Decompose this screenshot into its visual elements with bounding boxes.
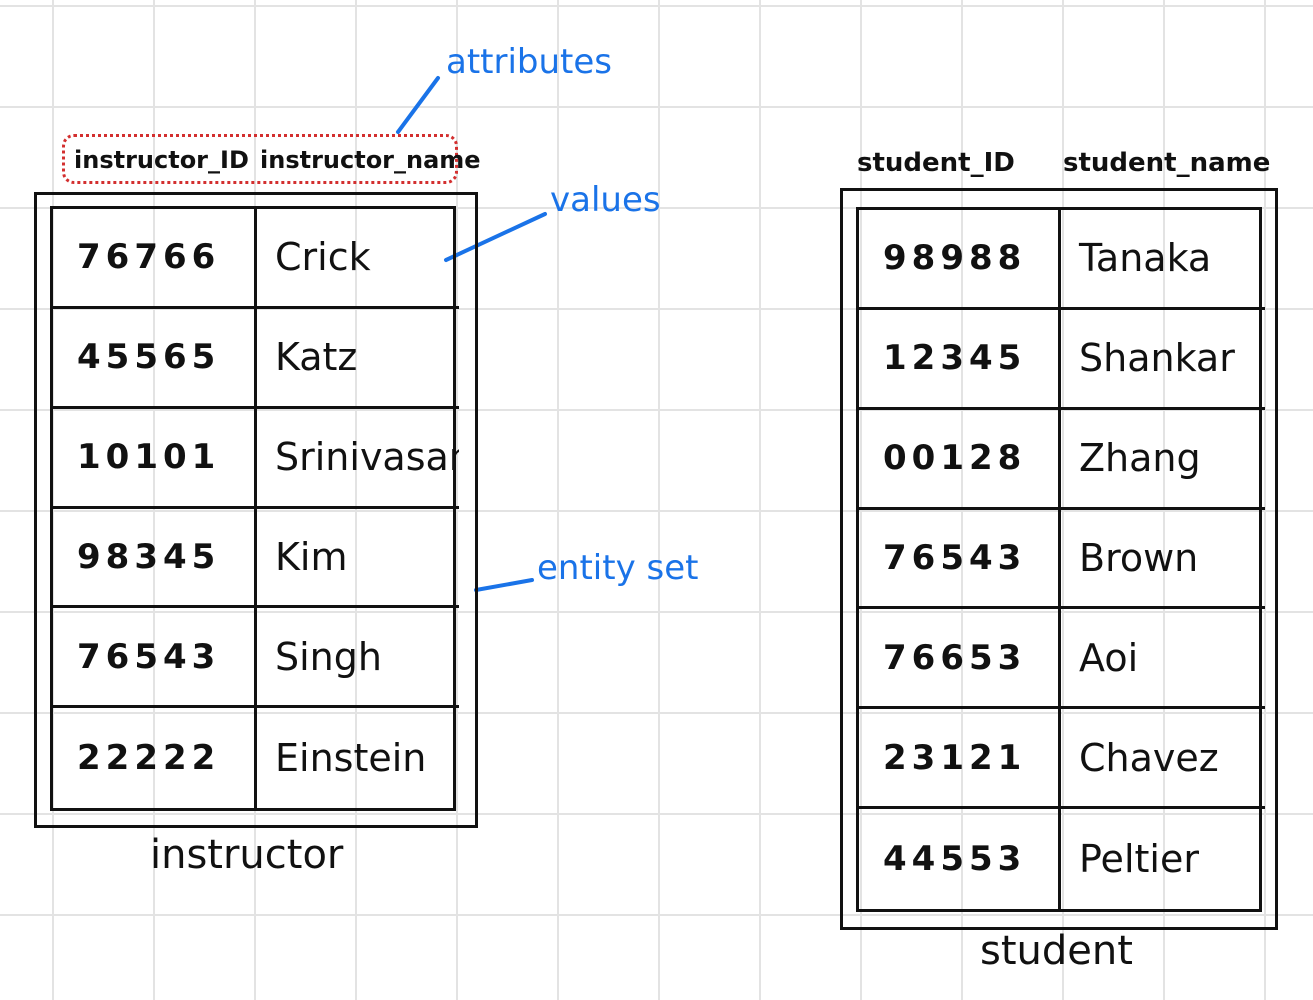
student-name-cell: Zhang (1061, 410, 1265, 510)
instructor-id-cell: 10101 (53, 408, 257, 509)
attributes-outline (62, 134, 458, 184)
student-id-cell: 00128 (859, 409, 1061, 510)
student-id-cell: 98988 (859, 210, 1061, 310)
student-entity-set (840, 188, 1278, 930)
instructor-name-cell: Katz (257, 309, 459, 409)
instructor-name-cell: Einstein (275, 736, 427, 781)
student-name-cell: Shankar (1061, 310, 1265, 410)
instructor-name-cell: Crick (257, 209, 459, 309)
student-name-cell: Tanaka (1061, 210, 1265, 310)
student-id-header: student_ID (857, 148, 1015, 178)
attributes-annotation: attributes (446, 42, 613, 82)
values-annotation: values (550, 180, 661, 220)
student-name-cell: Aoi (1061, 609, 1265, 710)
student-id-cell: 76653 (859, 609, 1061, 710)
instructor-name-cell: Srinivasan (257, 409, 459, 509)
instructor-entity-set (34, 192, 478, 828)
instructor-id-cell: 76543 (53, 608, 257, 709)
instructor-id-cell: 22222 (53, 708, 257, 808)
student-set-label: student (980, 928, 1133, 974)
values-pointer-line (444, 212, 547, 262)
student-id-cell: 23121 (859, 709, 1061, 810)
student-name-cell: Peltier (1079, 837, 1199, 882)
entity-set-pointer-line (474, 578, 534, 592)
instructor-id-header: instructor_ID (74, 146, 249, 174)
instructor-id-cell: 98345 (53, 508, 257, 609)
student-name-cell: Brown (1061, 510, 1265, 610)
student-name-cell: Chavez (1061, 709, 1265, 810)
student-id-cell: 12345 (859, 309, 1061, 410)
student-name-header: student_name (1063, 148, 1271, 178)
instructor-id-cell: 76766 (53, 209, 257, 309)
student-id-cell: 44553 (859, 809, 1061, 909)
instructor-id-cell: 45565 (53, 308, 257, 409)
instructor-set-label: instructor (150, 832, 344, 878)
attributes-pointer-line (396, 76, 440, 134)
instructor-name-header: instructor_name (260, 146, 481, 174)
entity-set-annotation: entity set (537, 548, 699, 588)
instructor-name-cell: Singh (257, 608, 459, 709)
instructor-name-cell: Kim (257, 509, 459, 609)
student-id-cell: 76543 (859, 509, 1061, 610)
